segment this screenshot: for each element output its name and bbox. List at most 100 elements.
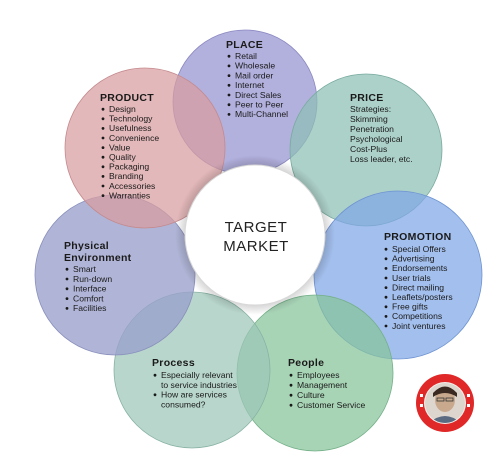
profile-badge: [416, 374, 474, 432]
bullet-icon: [101, 107, 105, 111]
petal-item: Technology: [101, 114, 153, 124]
bullet-icon: [289, 383, 293, 387]
petal-item-text: Multi-Channel: [235, 109, 288, 119]
petal-item-text: Skimming: [350, 114, 388, 124]
bullet-icon: [289, 373, 293, 377]
petal-title: PROMOTION: [384, 231, 451, 243]
center-label-line2: MARKET: [223, 238, 289, 255]
petal-title: PRODUCT: [100, 92, 154, 104]
petal-item-text: Joint ventures: [392, 321, 446, 331]
petal-item: Peer to Peer: [227, 100, 283, 110]
petal-item: Interface: [65, 284, 107, 294]
petal-item: Multi-Channel: [227, 109, 288, 119]
petal-item-text: Interface: [73, 284, 107, 294]
petal-title: People: [288, 357, 324, 369]
petal-item: Wholesale: [227, 61, 275, 71]
petal-item: Accessories: [101, 181, 155, 191]
petal-circles: [34, 29, 483, 452]
bullet-icon: [384, 315, 388, 318]
petal-item-text: Technology: [109, 114, 153, 124]
petal-item: Skimming: [350, 114, 388, 124]
petal-item-text: Comfort: [73, 293, 104, 303]
center-label-line1: TARGET: [225, 219, 288, 236]
bullet-icon: [384, 247, 388, 251]
label-promotion: PROMOTION Special OffersAdvertisingEndor…: [384, 231, 453, 331]
bullet-icon: [384, 305, 388, 309]
petal-title: PRICE: [350, 92, 384, 104]
bullet-icon: [101, 155, 105, 159]
petal-item-text: Direct Sales: [235, 90, 281, 100]
petal-item: Quality: [101, 152, 136, 162]
petal-item: Internet: [227, 80, 265, 90]
petal-item: Employees: [289, 370, 340, 380]
bullet-icon: [384, 295, 388, 299]
petal-item-text: Wholesale: [235, 61, 275, 71]
petal-items: DesignTechnologyUsefulnessConvenienceVal…: [101, 104, 159, 200]
bullet-icon: [101, 184, 105, 188]
petal-item-text: Culture: [297, 390, 325, 400]
bullet-icon: [227, 74, 231, 77]
bullet-icon: [65, 297, 69, 300]
petal-item: Direct mailing: [384, 282, 444, 292]
bullet-icon: [227, 83, 231, 87]
bullet-icon: [227, 113, 231, 116]
petal-items: Strategies:SkimmingPenetrationPsychologi…: [350, 104, 413, 164]
petal-item-text: Cost-Plus: [350, 144, 387, 154]
petal-item: Psychological: [350, 134, 403, 144]
petal-item-text: Mail order: [235, 70, 273, 80]
petal-items: Special OffersAdvertisingEndorsementsUse…: [384, 244, 453, 331]
bullet-icon: [289, 403, 293, 407]
petal-item-text: Direct mailing: [392, 282, 444, 292]
bullet-icon: [101, 165, 105, 169]
petal-item: Convenience: [101, 133, 159, 143]
petal-item: Value: [101, 142, 131, 152]
petal-item: Mail order: [227, 70, 273, 80]
petal-item: Free gifts: [384, 302, 428, 312]
bullet-icon: [384, 276, 388, 280]
petal-item: Packaging: [101, 162, 149, 172]
petal-item-text: Management: [297, 380, 348, 390]
petal-item: Cost-Plus: [350, 144, 387, 154]
petal-item-text: Quality: [109, 152, 136, 162]
petal-item: Competitions: [384, 311, 442, 321]
bullet-icon: [384, 267, 388, 270]
bullet-icon: [384, 286, 388, 289]
petal-item: Comfort: [65, 293, 104, 303]
bullet-icon: [65, 307, 69, 310]
petal-item-text: Design: [109, 104, 136, 114]
bullet-icon: [65, 287, 69, 291]
bullet-icon: [101, 175, 105, 178]
bullet-icon: [65, 277, 69, 281]
petal-item-text: Customer Service: [297, 400, 366, 410]
petal-item-text: Special Offers: [392, 244, 446, 254]
bullet-icon: [227, 93, 231, 97]
petal-item: Leaflets/posters: [384, 292, 453, 302]
bullet-icon: [289, 393, 293, 397]
badge-ring-marks: [420, 394, 470, 407]
petal-item-text: Leaflets/posters: [392, 292, 453, 302]
petal-item-text: Accessories: [109, 181, 155, 191]
petal-item: Warranties: [101, 190, 150, 200]
petal-item: Facilities: [65, 303, 106, 313]
petal-product: [64, 67, 226, 229]
petal-item-text: Free gifts: [392, 302, 428, 312]
bullet-icon: [101, 126, 105, 130]
bullet-icon: [153, 393, 157, 397]
petal-item-text: Loss leader, etc.: [350, 154, 413, 164]
petal-item: Joint ventures: [384, 321, 446, 331]
petal-item-text: Psychological: [350, 134, 403, 144]
petal-item: Design: [101, 104, 136, 114]
bullet-icon: [101, 146, 105, 150]
petal-item: Loss leader, etc.: [350, 154, 413, 164]
petal-item: Run-down: [65, 274, 112, 284]
petal-item-text: Packaging: [109, 162, 149, 172]
